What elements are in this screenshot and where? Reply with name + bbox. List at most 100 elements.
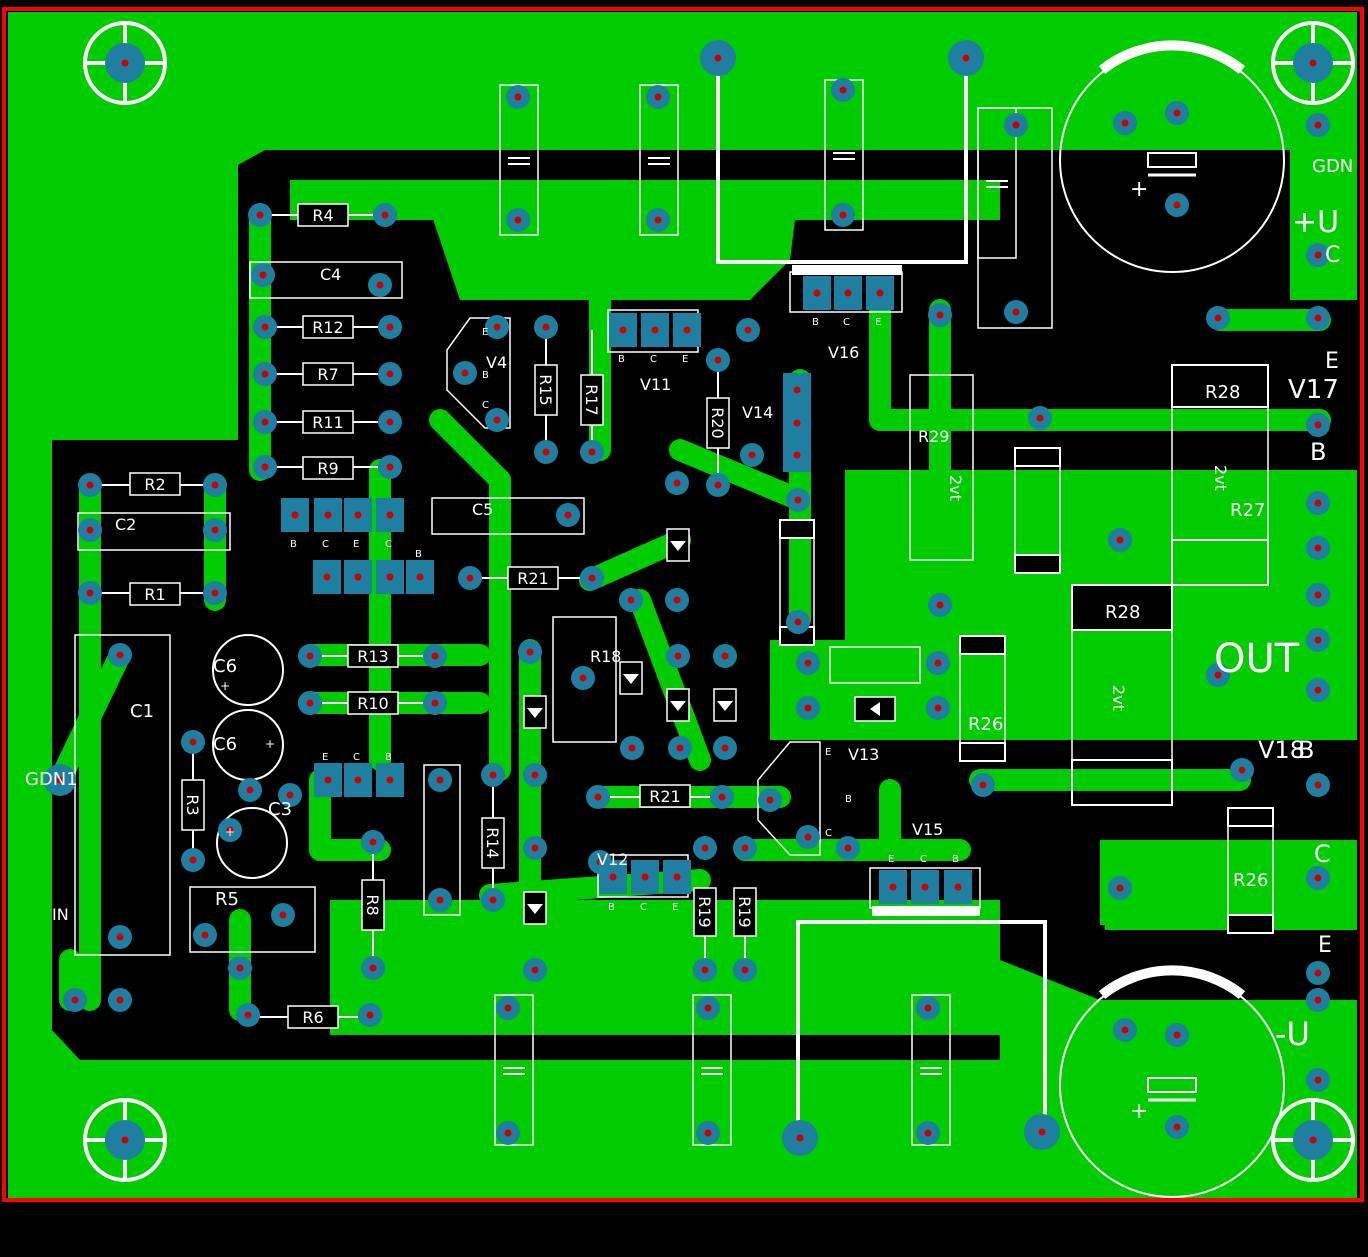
drill-hole: [531, 844, 539, 852]
silk-label: 2vt: [1211, 465, 1230, 491]
silk-label: R26: [968, 714, 1003, 735]
drill-hole: [1314, 499, 1322, 507]
silk-label: B: [1310, 438, 1326, 466]
silk-label: E: [888, 854, 894, 865]
drill-hole: [189, 738, 197, 746]
drill-hole: [86, 589, 94, 597]
resistor-body: [361, 879, 385, 931]
drill-hole: [211, 526, 219, 534]
silk-label: C: [1314, 840, 1331, 868]
silk-label: V15: [912, 820, 943, 839]
silk-label: V12: [597, 850, 628, 869]
resistor-body: [297, 203, 349, 227]
drill-hole: [431, 652, 439, 660]
drill-hole: [542, 448, 550, 456]
drill-hole: [116, 933, 124, 941]
drill-hole: [794, 618, 802, 626]
drill-hole: [542, 323, 550, 331]
drill-hole: [1036, 414, 1044, 422]
resistor-label: R1: [144, 585, 165, 604]
silk-label: V11: [640, 375, 671, 394]
resistor-body: [706, 397, 730, 449]
drill-hole: [86, 526, 94, 534]
drill-hole: [259, 271, 267, 279]
drill-hole: [701, 966, 709, 974]
drill-hole: [1314, 421, 1322, 429]
drill-hole: [236, 964, 244, 972]
resistor-body: [302, 410, 354, 434]
drill-hole: [461, 369, 469, 377]
silk-label: V4: [486, 353, 507, 372]
drill-hole: [366, 1011, 374, 1019]
drill-hole: [286, 791, 294, 799]
silk-label: R5: [215, 889, 239, 910]
drill-hole: [934, 659, 942, 667]
silk-label: C6: [213, 656, 237, 677]
drill-hole: [256, 211, 264, 219]
drill-hole: [1314, 636, 1322, 644]
drill-hole: [121, 1136, 129, 1144]
resistor-body: [129, 472, 181, 496]
silk-label: E: [875, 317, 881, 328]
drill-hole: [588, 448, 596, 456]
drill-hole: [306, 652, 314, 660]
silk-label: GDN: [1312, 156, 1353, 177]
silk-label: B: [1298, 736, 1314, 764]
drill-hole: [1173, 201, 1181, 209]
drill-hole: [1314, 314, 1322, 322]
resistor-label: R6: [302, 1008, 323, 1027]
film-capacitor: [692, 994, 732, 1146]
silk-label: E: [482, 327, 488, 338]
resistor-label: R3: [183, 794, 202, 815]
drill-hole: [436, 896, 444, 904]
resistor-body: [481, 817, 505, 869]
silk-label: E: [1325, 349, 1339, 374]
drill-hole: [261, 418, 269, 426]
resistor-label: R9: [317, 459, 338, 478]
drill-hole: [1309, 1136, 1317, 1144]
resistor-body: [347, 691, 399, 715]
drill-hole: [514, 93, 522, 101]
film-capacitor: [499, 84, 539, 236]
drill-hole: [704, 1004, 712, 1012]
drill-hole: [1214, 671, 1222, 679]
resistor-label: R12: [312, 318, 343, 337]
drill-hole: [628, 744, 636, 752]
resistor-body: [129, 582, 181, 606]
drill-hole: [211, 589, 219, 597]
drill-hole: [804, 659, 812, 667]
silk-label: C: [920, 854, 927, 865]
drill-hole: [489, 896, 497, 904]
drill-hole: [741, 966, 749, 974]
resistor-body: [507, 566, 559, 590]
silkscreen-layer: [74, 21, 1355, 1198]
drill-hole: [526, 648, 534, 656]
trace: [629, 589, 711, 771]
resistor-body: [693, 887, 717, 937]
drill-hole: [924, 1004, 932, 1012]
fuse-resistor: [829, 646, 921, 684]
resistor-body: [287, 1005, 339, 1029]
silk-label: E: [672, 902, 678, 913]
silk-label: R18: [590, 647, 621, 666]
drill-hole: [844, 844, 852, 852]
drill-hole: [721, 652, 729, 660]
resistor-body: [580, 374, 604, 426]
resistor-label: R21: [649, 787, 680, 806]
silk-label: C: [322, 539, 329, 550]
silk-label: B: [290, 539, 297, 550]
drill-hole: [1173, 1123, 1181, 1131]
drill-hole: [934, 704, 942, 712]
silk-label: +: [1130, 1099, 1148, 1124]
drill-hole: [1314, 874, 1322, 882]
silk-label: +: [225, 825, 235, 839]
drill-hole: [386, 418, 394, 426]
drill-hole: [673, 479, 681, 487]
silk-label: C: [353, 752, 360, 763]
drill-hole: [1173, 109, 1181, 117]
silk-label: C: [1325, 243, 1340, 268]
drill-hole: [466, 574, 474, 582]
drill-hole: [1314, 781, 1322, 789]
drill-hole: [1314, 969, 1322, 977]
drill-hole: [116, 996, 124, 1004]
